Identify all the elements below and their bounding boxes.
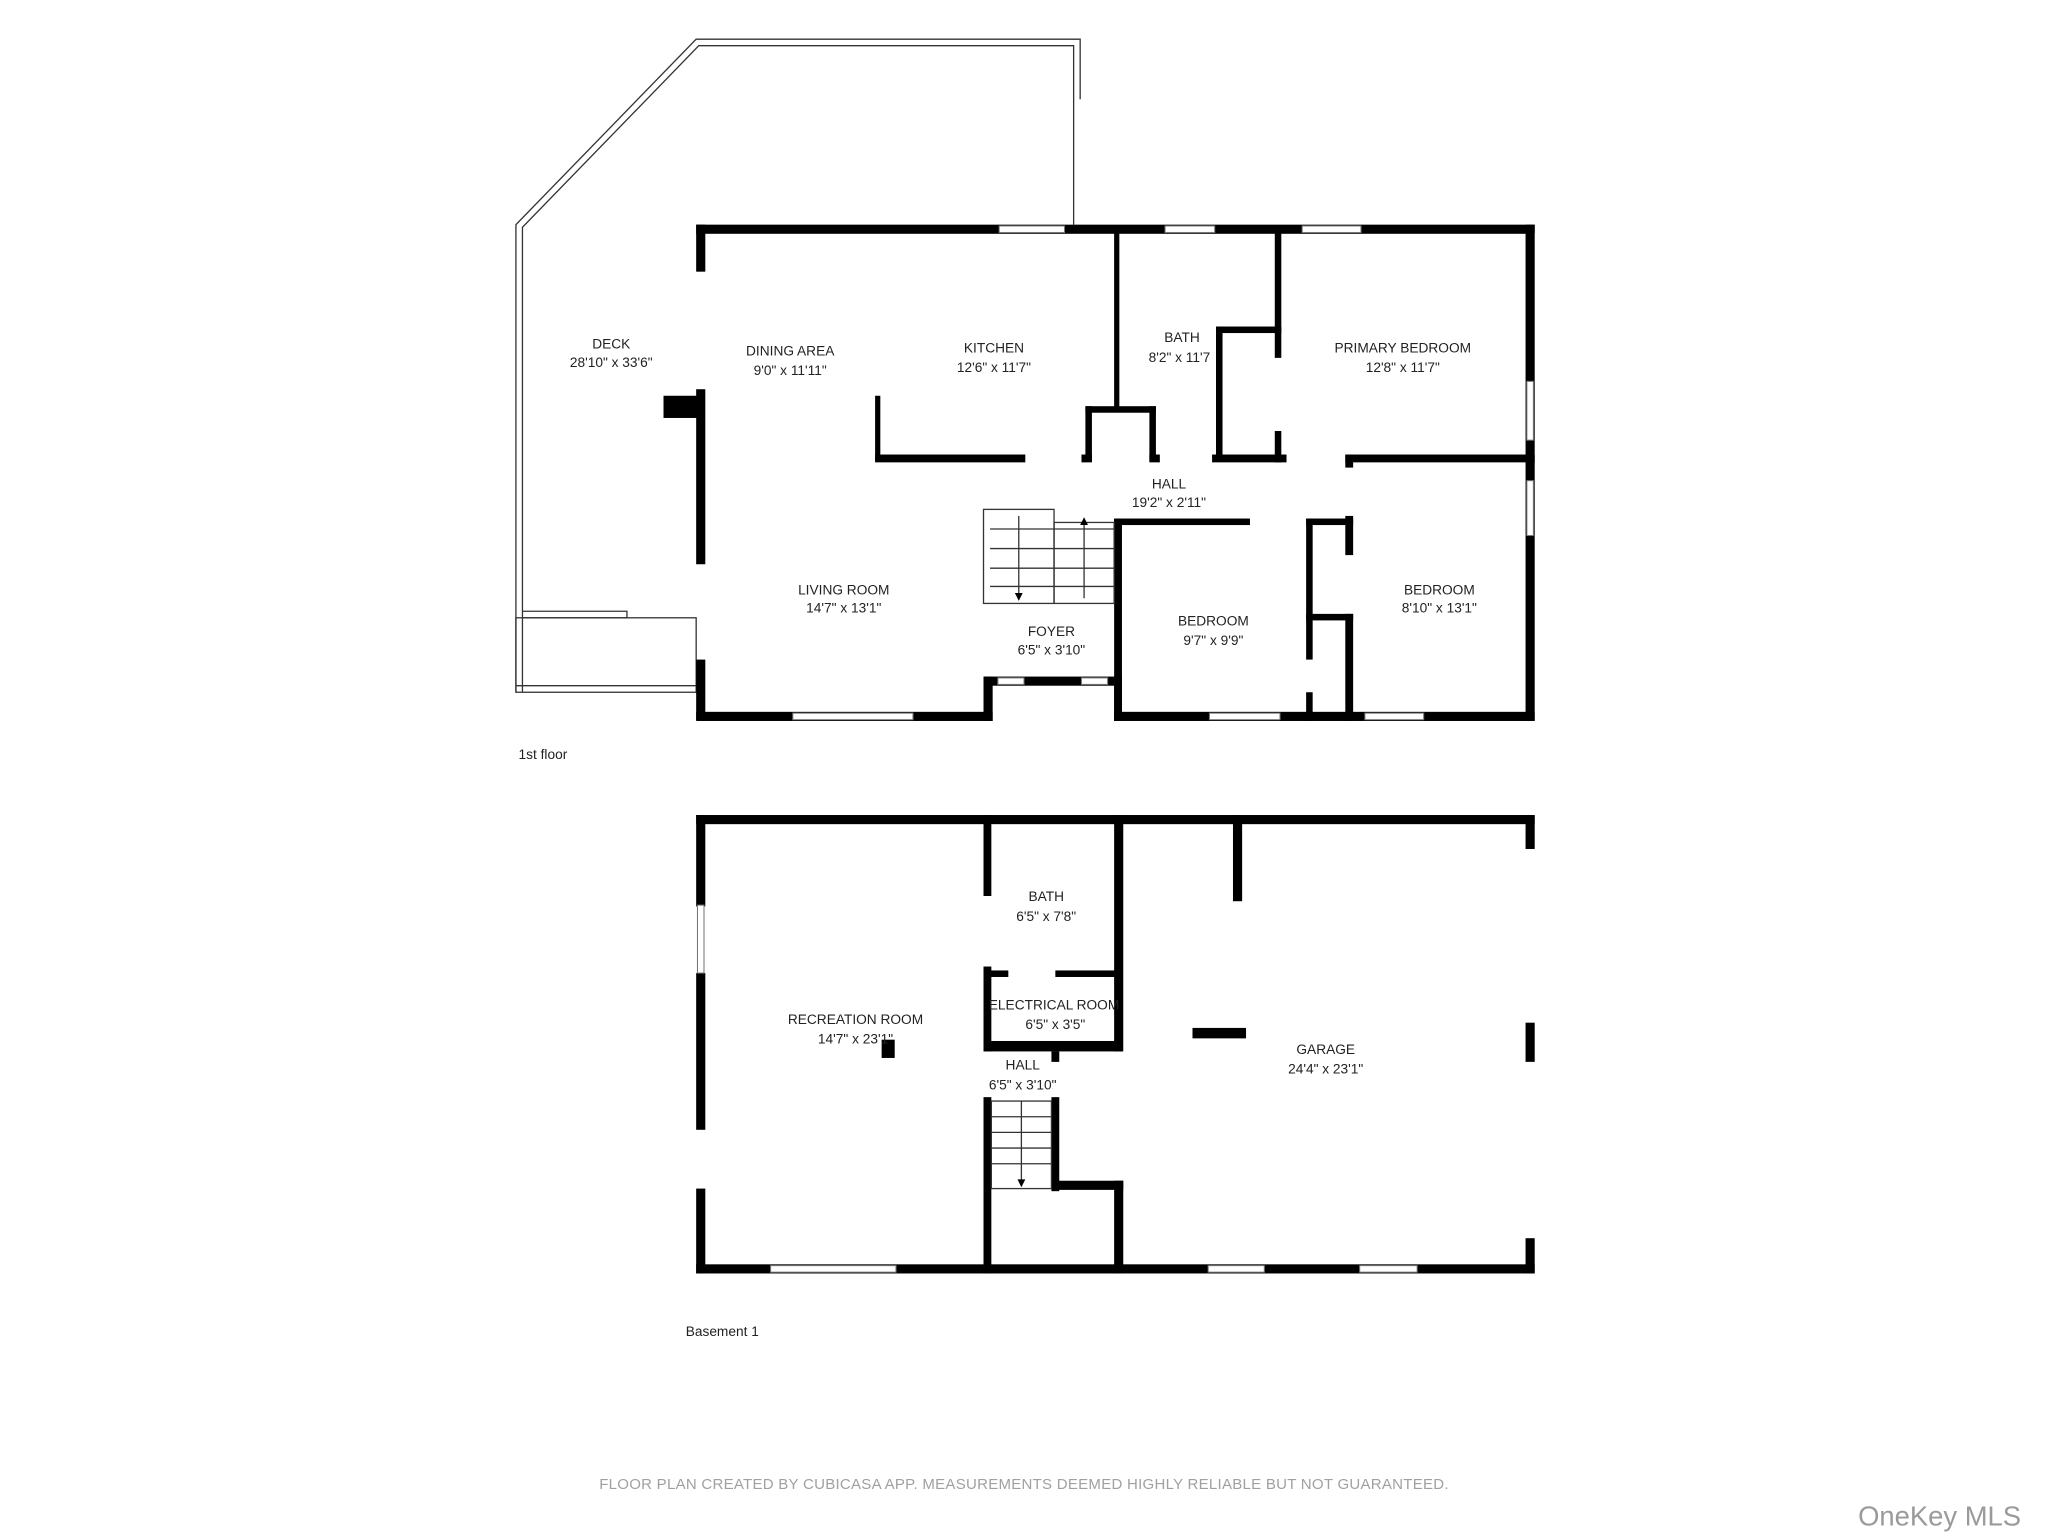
room-name-foyer: FOYER	[1028, 624, 1075, 639]
room-name-garage: GARAGE	[1296, 1042, 1355, 1057]
room-size-living: 14'7" x 13'1"	[806, 601, 881, 616]
room-name-bath: BATH	[1164, 330, 1200, 345]
room-size-basement-hall: 6'5" x 3'10"	[989, 1077, 1057, 1092]
room-name-basement-bath: BATH	[1028, 889, 1064, 904]
room-size-bedroom: 9'7" x 9'9"	[1183, 633, 1243, 648]
floor-label-first: 1st floor	[519, 747, 568, 762]
room-name-kitchen: KITCHEN	[964, 341, 1024, 356]
room-size-electrical: 6'5" x 3'5"	[1025, 1017, 1085, 1032]
room-name-bedroom: BEDROOM	[1178, 614, 1249, 629]
room-name-recreation: RECREATION ROOM	[788, 1012, 923, 1027]
room-size-hall: 19'2" x 2'11"	[1132, 495, 1206, 510]
room-name-basement-hall: HALL	[1006, 1058, 1041, 1073]
room-size-bath: 8'2" x 11'7	[1149, 350, 1211, 365]
disclaimer-footer: FLOOR PLAN CREATED BY CUBICASA APP. MEAS…	[599, 1476, 1449, 1493]
floor-label-basement: Basement 1	[686, 1324, 759, 1339]
watermark-logo: OneKey MLS	[1858, 1501, 2021, 1532]
staircase	[982, 508, 1115, 605]
room-size-deck: 28'10" x 33'6"	[570, 355, 653, 370]
room-name-electrical: ELECTRICAL ROOM	[989, 998, 1119, 1013]
room-name-deck: DECK	[592, 337, 630, 352]
room-name-primary-bedroom: PRIMARY BEDROOM	[1334, 341, 1471, 356]
room-name-hall: HALL	[1152, 476, 1187, 491]
room-size-kitchen: 12'6" x 11'7"	[957, 360, 1031, 375]
basement-windows	[696, 904, 1418, 1273]
room-size-foyer: 6'5" x 3'10"	[1018, 642, 1086, 657]
room-size-primary-bedroom: 12'8" x 11'7"	[1366, 360, 1440, 375]
room-size-garage: 24'4" x 23'1"	[1288, 1062, 1363, 1077]
room-size-basement-bath: 6'5" x 7'8"	[1016, 909, 1076, 924]
basement-staircase	[990, 1100, 1053, 1190]
room-name-living: LIVING ROOM	[798, 582, 889, 597]
basement-walls	[696, 815, 1535, 1274]
windows	[792, 225, 1534, 721]
room-name-dining: DINING AREA	[746, 343, 835, 358]
walls	[663, 224, 1535, 721]
first-floor-plan: DECK 28'10" x 33'6" DINING AREA 9'0" x 1…	[515, 38, 1535, 762]
deck-outline	[515, 38, 1081, 693]
basement-plan: RECREATION ROOM 14'7" x 23'1" BATH 6'5" …	[686, 815, 1535, 1339]
room-size-recreation: 14'7" x 23'1"	[818, 1032, 893, 1047]
room-size-bedroom-2: 8'10" x 13'1"	[1402, 601, 1477, 616]
room-size-dining: 9'0" x 11'11"	[754, 363, 827, 378]
room-name-bedroom-2: BEDROOM	[1404, 582, 1475, 597]
